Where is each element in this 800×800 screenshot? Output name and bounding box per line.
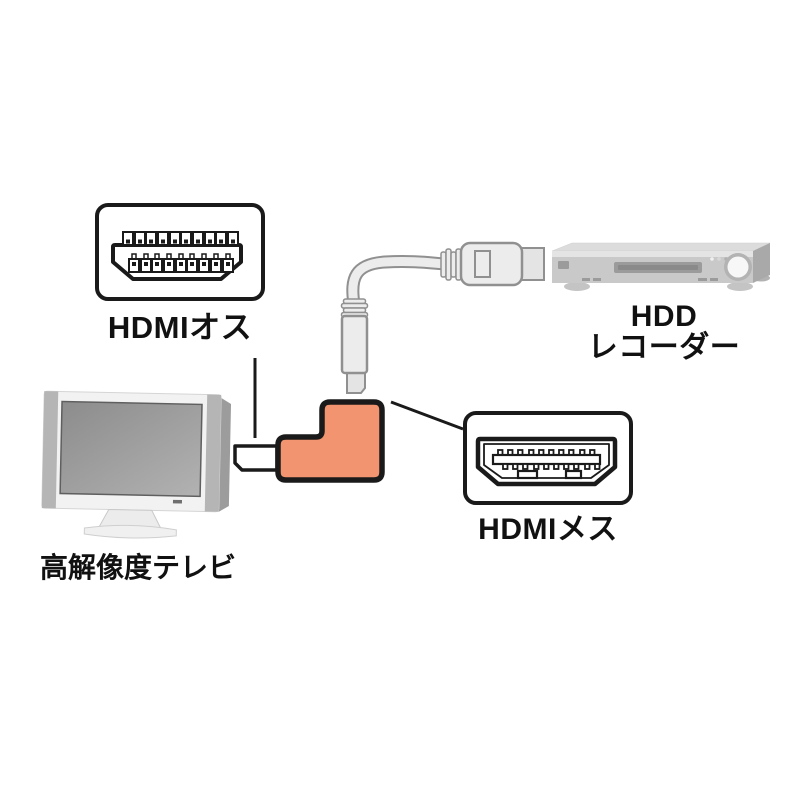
recorder-knob-face <box>727 256 749 278</box>
adapter-male-plug <box>233 444 279 472</box>
recorder-led <box>717 257 721 261</box>
cable-plug-to-recorder <box>440 241 545 287</box>
recorder-ir-window <box>558 261 569 269</box>
recorder-top-face <box>551 242 771 252</box>
tv-speaker-left <box>41 391 59 509</box>
hdmi-female-label: HDMIメス <box>478 513 618 546</box>
hdd-recorder-label-line1: HDD <box>630 300 698 333</box>
female-notch <box>516 469 539 480</box>
cable-cord-inner <box>348 257 450 309</box>
tv-icon <box>41 390 232 539</box>
tv-screen <box>59 400 203 498</box>
right-angle-adapter-icon <box>233 399 385 483</box>
recorder-button <box>593 278 601 281</box>
hdmi-cable-icon <box>340 241 545 394</box>
recorder-foot-right <box>727 282 753 291</box>
recorder-foot-left <box>564 282 590 291</box>
hdmi-male-connector-icon <box>95 203 265 301</box>
tv-side-depth <box>218 397 232 512</box>
tv-stand-neck <box>98 508 162 529</box>
female-tongue <box>491 453 602 466</box>
recorder-front-highlight <box>552 251 753 257</box>
hdmi-male-label: HDMIオス <box>107 310 253 345</box>
hdd-recorder-label: HDD レコーダー <box>574 301 754 363</box>
tv-label: 高解像度テレビ <box>39 552 236 583</box>
tv-speaker-right <box>204 394 222 512</box>
hdmi-female-connector-icon <box>463 411 633 505</box>
recorder-button <box>582 278 590 281</box>
callout-line-adapter-to-female-box <box>390 400 464 431</box>
female-notch <box>564 469 583 480</box>
female-port-inner <box>483 443 610 479</box>
recorder-side-face <box>753 243 770 283</box>
recorder-button <box>710 278 718 281</box>
tv-indicator <box>172 499 183 504</box>
recorder-led <box>710 257 714 261</box>
hdd-recorder-icon <box>551 242 771 291</box>
male-pins-top-row <box>122 231 239 246</box>
recorder-disc-tray-slot <box>618 265 698 270</box>
hdd-recorder-label-line2: レコーダー <box>587 331 741 364</box>
recorder-button <box>698 278 707 281</box>
male-pins-bottom-row <box>128 253 234 273</box>
cable-plug-to-adapter <box>340 298 369 394</box>
adapter-body <box>275 399 385 483</box>
tv-stand-base <box>83 524 177 539</box>
